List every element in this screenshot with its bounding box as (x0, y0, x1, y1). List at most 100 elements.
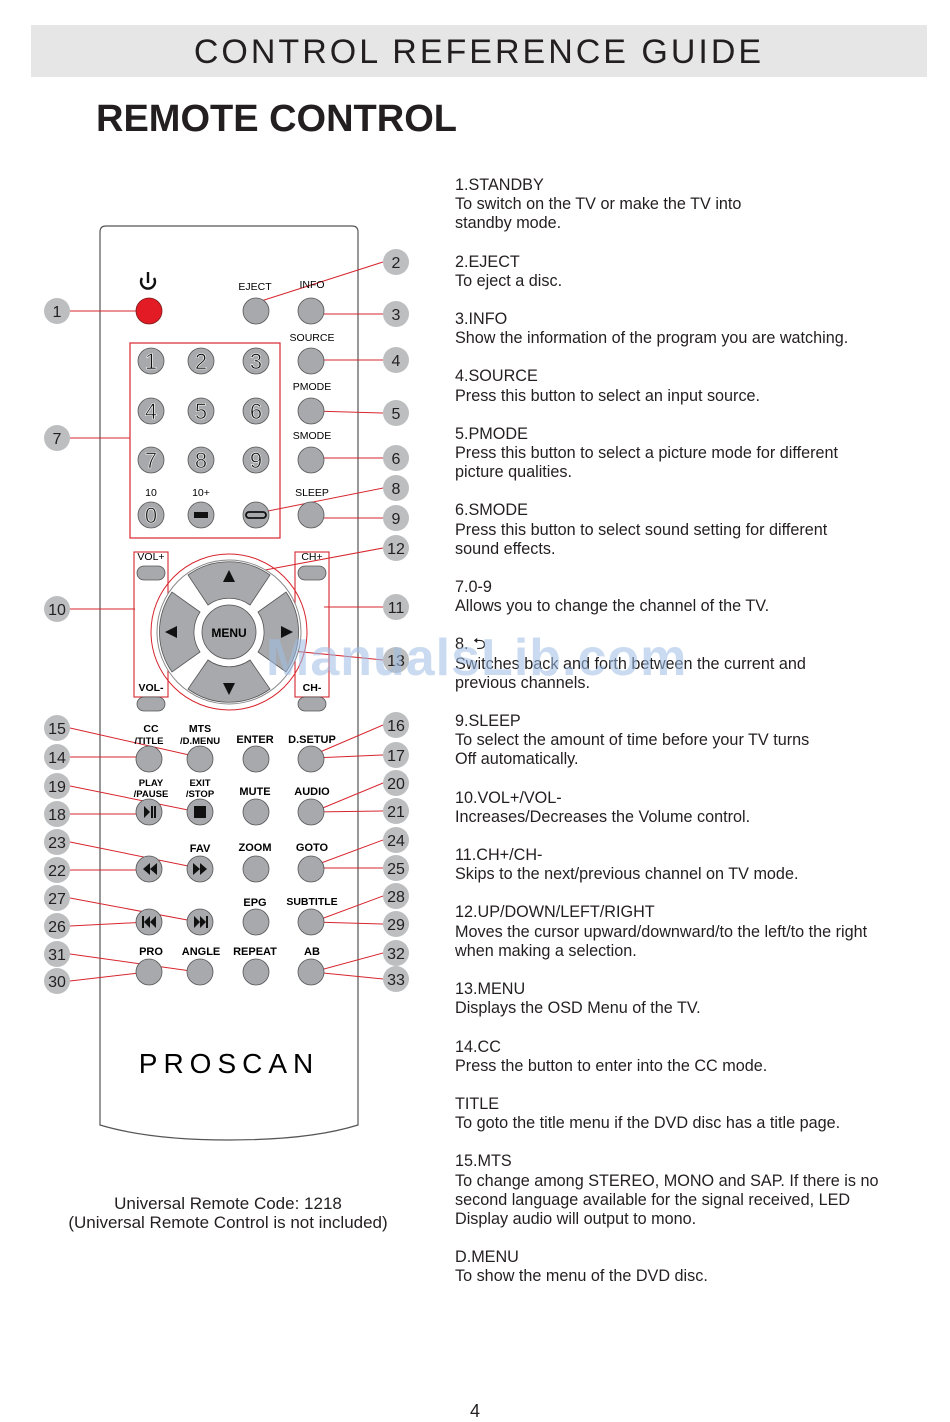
vol-down-button[interactable] (136, 696, 166, 712)
callout-badge (383, 400, 409, 426)
digit-button-2[interactable] (187, 347, 215, 375)
brand-logo: PROSCAN (139, 1048, 319, 1079)
description-heading: 14.CC (455, 1037, 501, 1056)
callout-badge (44, 968, 70, 994)
callout-number: 16 (387, 718, 405, 735)
description-heading: 3.INFO (455, 310, 508, 329)
ch-up-button[interactable] (297, 565, 327, 581)
audio-button[interactable] (297, 798, 325, 826)
down-button[interactable] (187, 659, 271, 703)
cc-title-button[interactable] (135, 745, 163, 773)
pro-label: PRO (139, 946, 163, 958)
power-icon (139, 272, 157, 290)
callout-badge (44, 773, 70, 799)
dmenu-label: /D.MENU (180, 736, 220, 747)
digit-button-7[interactable] (137, 446, 165, 474)
left-button[interactable] (159, 591, 201, 673)
callout-badge (383, 347, 409, 373)
watermark: ManualsLib.com (266, 629, 688, 687)
zoom-button[interactable] (242, 855, 270, 883)
digit-button-8[interactable] (187, 446, 215, 474)
digit-button-0[interactable] (137, 501, 165, 529)
eject-button[interactable] (242, 297, 270, 325)
callout-badge (44, 913, 70, 939)
goto-button[interactable] (297, 855, 325, 883)
repeat-button[interactable] (242, 958, 270, 986)
mts-dmenu-button[interactable] (186, 745, 214, 773)
info-button[interactable] (297, 297, 325, 325)
description-body: To switch on the TV or make the TV into … (455, 195, 742, 233)
callout-number: 23 (48, 835, 66, 852)
description-body: Allows you to change the channel of the … (455, 597, 770, 616)
menu-button[interactable] (201, 604, 257, 660)
description-heading: 11.CH+/CH- (455, 846, 543, 865)
callout-number: 26 (48, 919, 66, 936)
right-button[interactable] (257, 591, 299, 673)
fast-forward-icon (193, 863, 207, 875)
callout-badge (383, 647, 409, 673)
digit-button-3[interactable] (242, 347, 270, 375)
callout-badge (44, 715, 70, 741)
standby-button[interactable] (135, 297, 163, 325)
smode-button[interactable] (297, 446, 325, 474)
description-heading: 2.EJECT (455, 252, 520, 271)
digit-button-4[interactable] (137, 397, 165, 425)
subtitle-button[interactable] (297, 908, 325, 936)
angle-button[interactable] (186, 958, 214, 986)
digit-button-9[interactable] (242, 446, 270, 474)
page-number: 4 (469, 1401, 480, 1421)
callout-number: 14 (48, 750, 66, 767)
pmode-button[interactable] (297, 397, 325, 425)
callout-badge (44, 857, 70, 883)
remote-code-note: (Universal Remote Control is not include… (68, 1213, 388, 1232)
ch-down-button[interactable] (297, 696, 327, 712)
epg-button[interactable] (242, 908, 270, 936)
source-label: SOURCE (290, 332, 335, 344)
callout-line (312, 810, 384, 813)
callout-number: 1 (53, 304, 62, 321)
title-label: /TITLE (134, 736, 163, 747)
digit-label: 0 (145, 503, 157, 528)
callout-line (69, 727, 199, 758)
callout-badge (383, 883, 409, 909)
callout-number: 17 (387, 748, 405, 765)
recall-button[interactable] (242, 501, 270, 529)
mute-button[interactable] (242, 798, 270, 826)
ab-label: AB (304, 946, 320, 958)
description-body: Press the button to enter into the CC mo… (455, 1056, 768, 1075)
callout-line (69, 921, 149, 927)
enter-label: ENTER (236, 734, 273, 746)
callout-line (69, 785, 199, 813)
callout-badge (383, 249, 409, 275)
callout-badge (383, 855, 409, 881)
sleep-button[interactable] (297, 501, 325, 529)
callout-badge (383, 827, 409, 853)
ab-button[interactable] (297, 958, 325, 986)
description-heading: 7.0-9 (455, 578, 492, 597)
source-button[interactable] (297, 347, 325, 375)
up-button[interactable] (187, 561, 271, 606)
callout-number: 18 (48, 807, 66, 824)
digit-button-5[interactable] (187, 397, 215, 425)
callout-line (312, 971, 384, 980)
enter-button[interactable] (242, 745, 270, 773)
callout-number: 7 (53, 431, 62, 448)
digit-button-6[interactable] (242, 397, 270, 425)
callout-line (312, 724, 384, 756)
callout-layer (69, 261, 384, 982)
dsetup-button[interactable] (297, 745, 325, 773)
callout-number: 29 (387, 917, 405, 934)
callout-line (257, 487, 384, 514)
page-header-title: CONTROL REFERENCE GUIDE (193, 33, 765, 71)
vol-up-button[interactable] (136, 565, 166, 581)
description-body: To show the menu of the DVD disc. (455, 1267, 708, 1286)
digit-button-1[interactable] (137, 347, 165, 375)
pro-button[interactable] (135, 958, 163, 986)
callout-number: 5 (392, 406, 401, 423)
callout-line (312, 952, 384, 973)
